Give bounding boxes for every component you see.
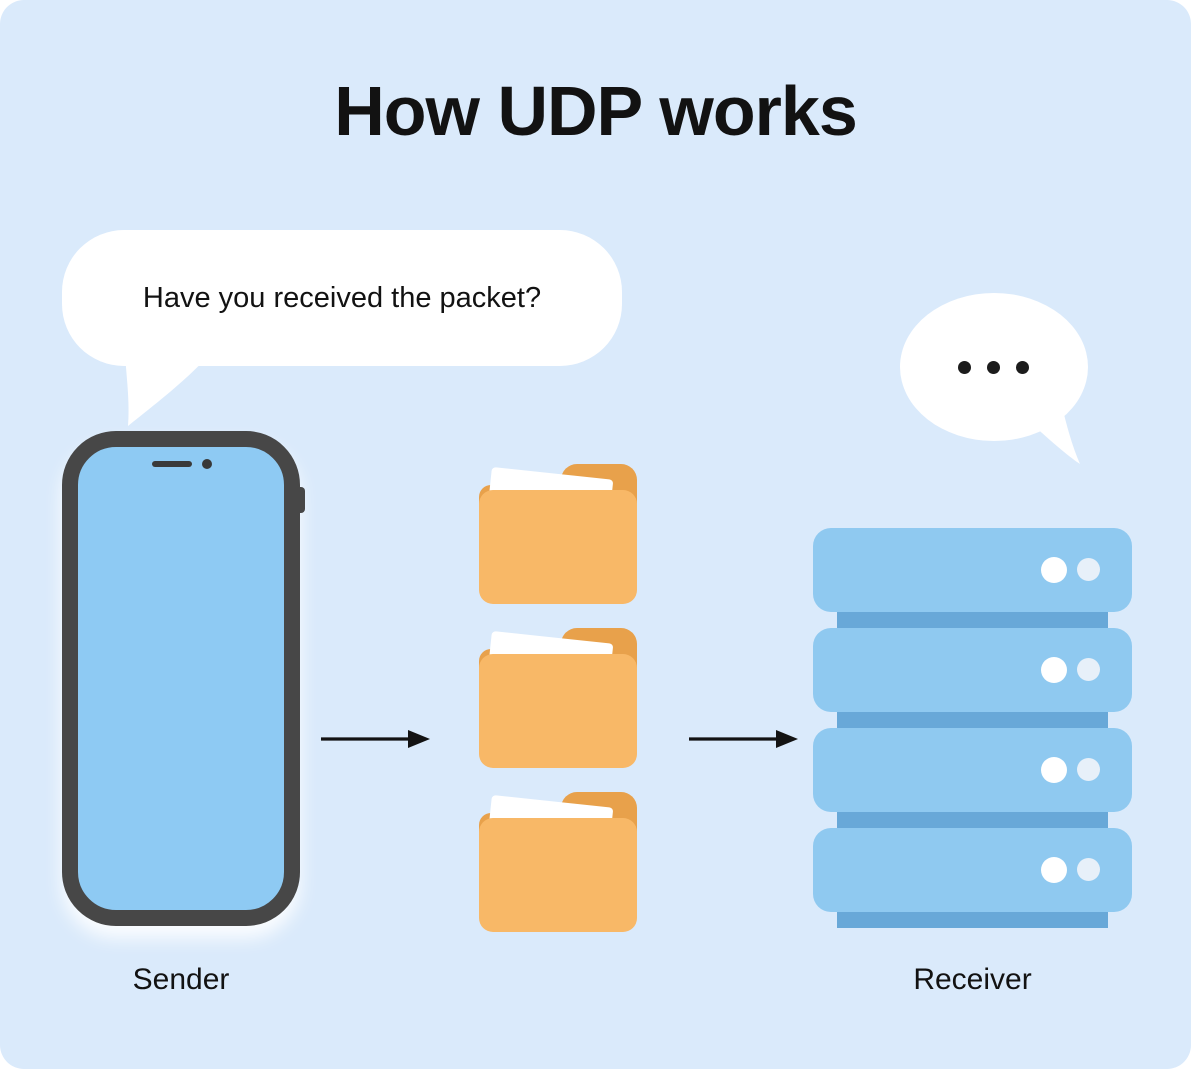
server-light-icon xyxy=(1077,758,1100,781)
phone-camera-dot xyxy=(202,459,212,469)
typing-dot xyxy=(987,361,1000,374)
sender-bubble-text: Have you received the packet? xyxy=(142,281,542,314)
phone-speaker-notch xyxy=(152,461,192,467)
server-unit-body xyxy=(813,528,1132,612)
server-light-icon xyxy=(1077,558,1100,581)
typing-dot xyxy=(1016,361,1029,374)
arrow-right-icon xyxy=(321,730,430,748)
server-unit-body xyxy=(813,828,1132,912)
receiver-thinking-bubble xyxy=(900,293,1088,464)
server-light-icon xyxy=(1077,658,1100,681)
arrow-right-icon xyxy=(689,730,798,748)
server-light-icon xyxy=(1041,557,1067,583)
server-rack-unit xyxy=(813,828,1132,928)
sender-label: Sender xyxy=(132,963,230,996)
server-light-icon xyxy=(1041,757,1067,783)
sender-phone-icon xyxy=(62,431,305,926)
server-rack-unit xyxy=(813,528,1132,628)
receiver-server-icon xyxy=(813,528,1132,928)
folder-front-panel xyxy=(479,490,637,604)
sender-speech-bubble: Have you received the packet? xyxy=(62,230,622,366)
server-light-icon xyxy=(1041,857,1067,883)
folder-front-panel xyxy=(479,818,637,932)
server-rack-unit xyxy=(813,628,1132,728)
server-light-icon xyxy=(1041,657,1067,683)
packet-folder-icon xyxy=(479,628,637,768)
server-unit-body xyxy=(813,628,1132,712)
folder-front-panel xyxy=(479,654,637,768)
server-rack-connector xyxy=(837,912,1108,928)
page-title: How UDP works xyxy=(334,72,858,150)
server-light-icon xyxy=(1077,858,1100,881)
phone-side-button xyxy=(299,487,305,513)
packet-folder-icon xyxy=(479,792,637,932)
packet-list xyxy=(479,464,637,932)
receiver-label: Receiver xyxy=(913,963,1032,996)
server-rack-unit xyxy=(813,728,1132,828)
packet-folder-icon xyxy=(479,464,637,604)
server-rack-connector xyxy=(837,612,1108,628)
typing-dot xyxy=(958,361,971,374)
typing-dots xyxy=(958,361,1029,374)
sender-speech-bubble-tail xyxy=(125,352,212,426)
server-rack-connector xyxy=(837,712,1108,728)
server-rack-connector xyxy=(837,812,1108,828)
server-unit-body xyxy=(813,728,1132,812)
